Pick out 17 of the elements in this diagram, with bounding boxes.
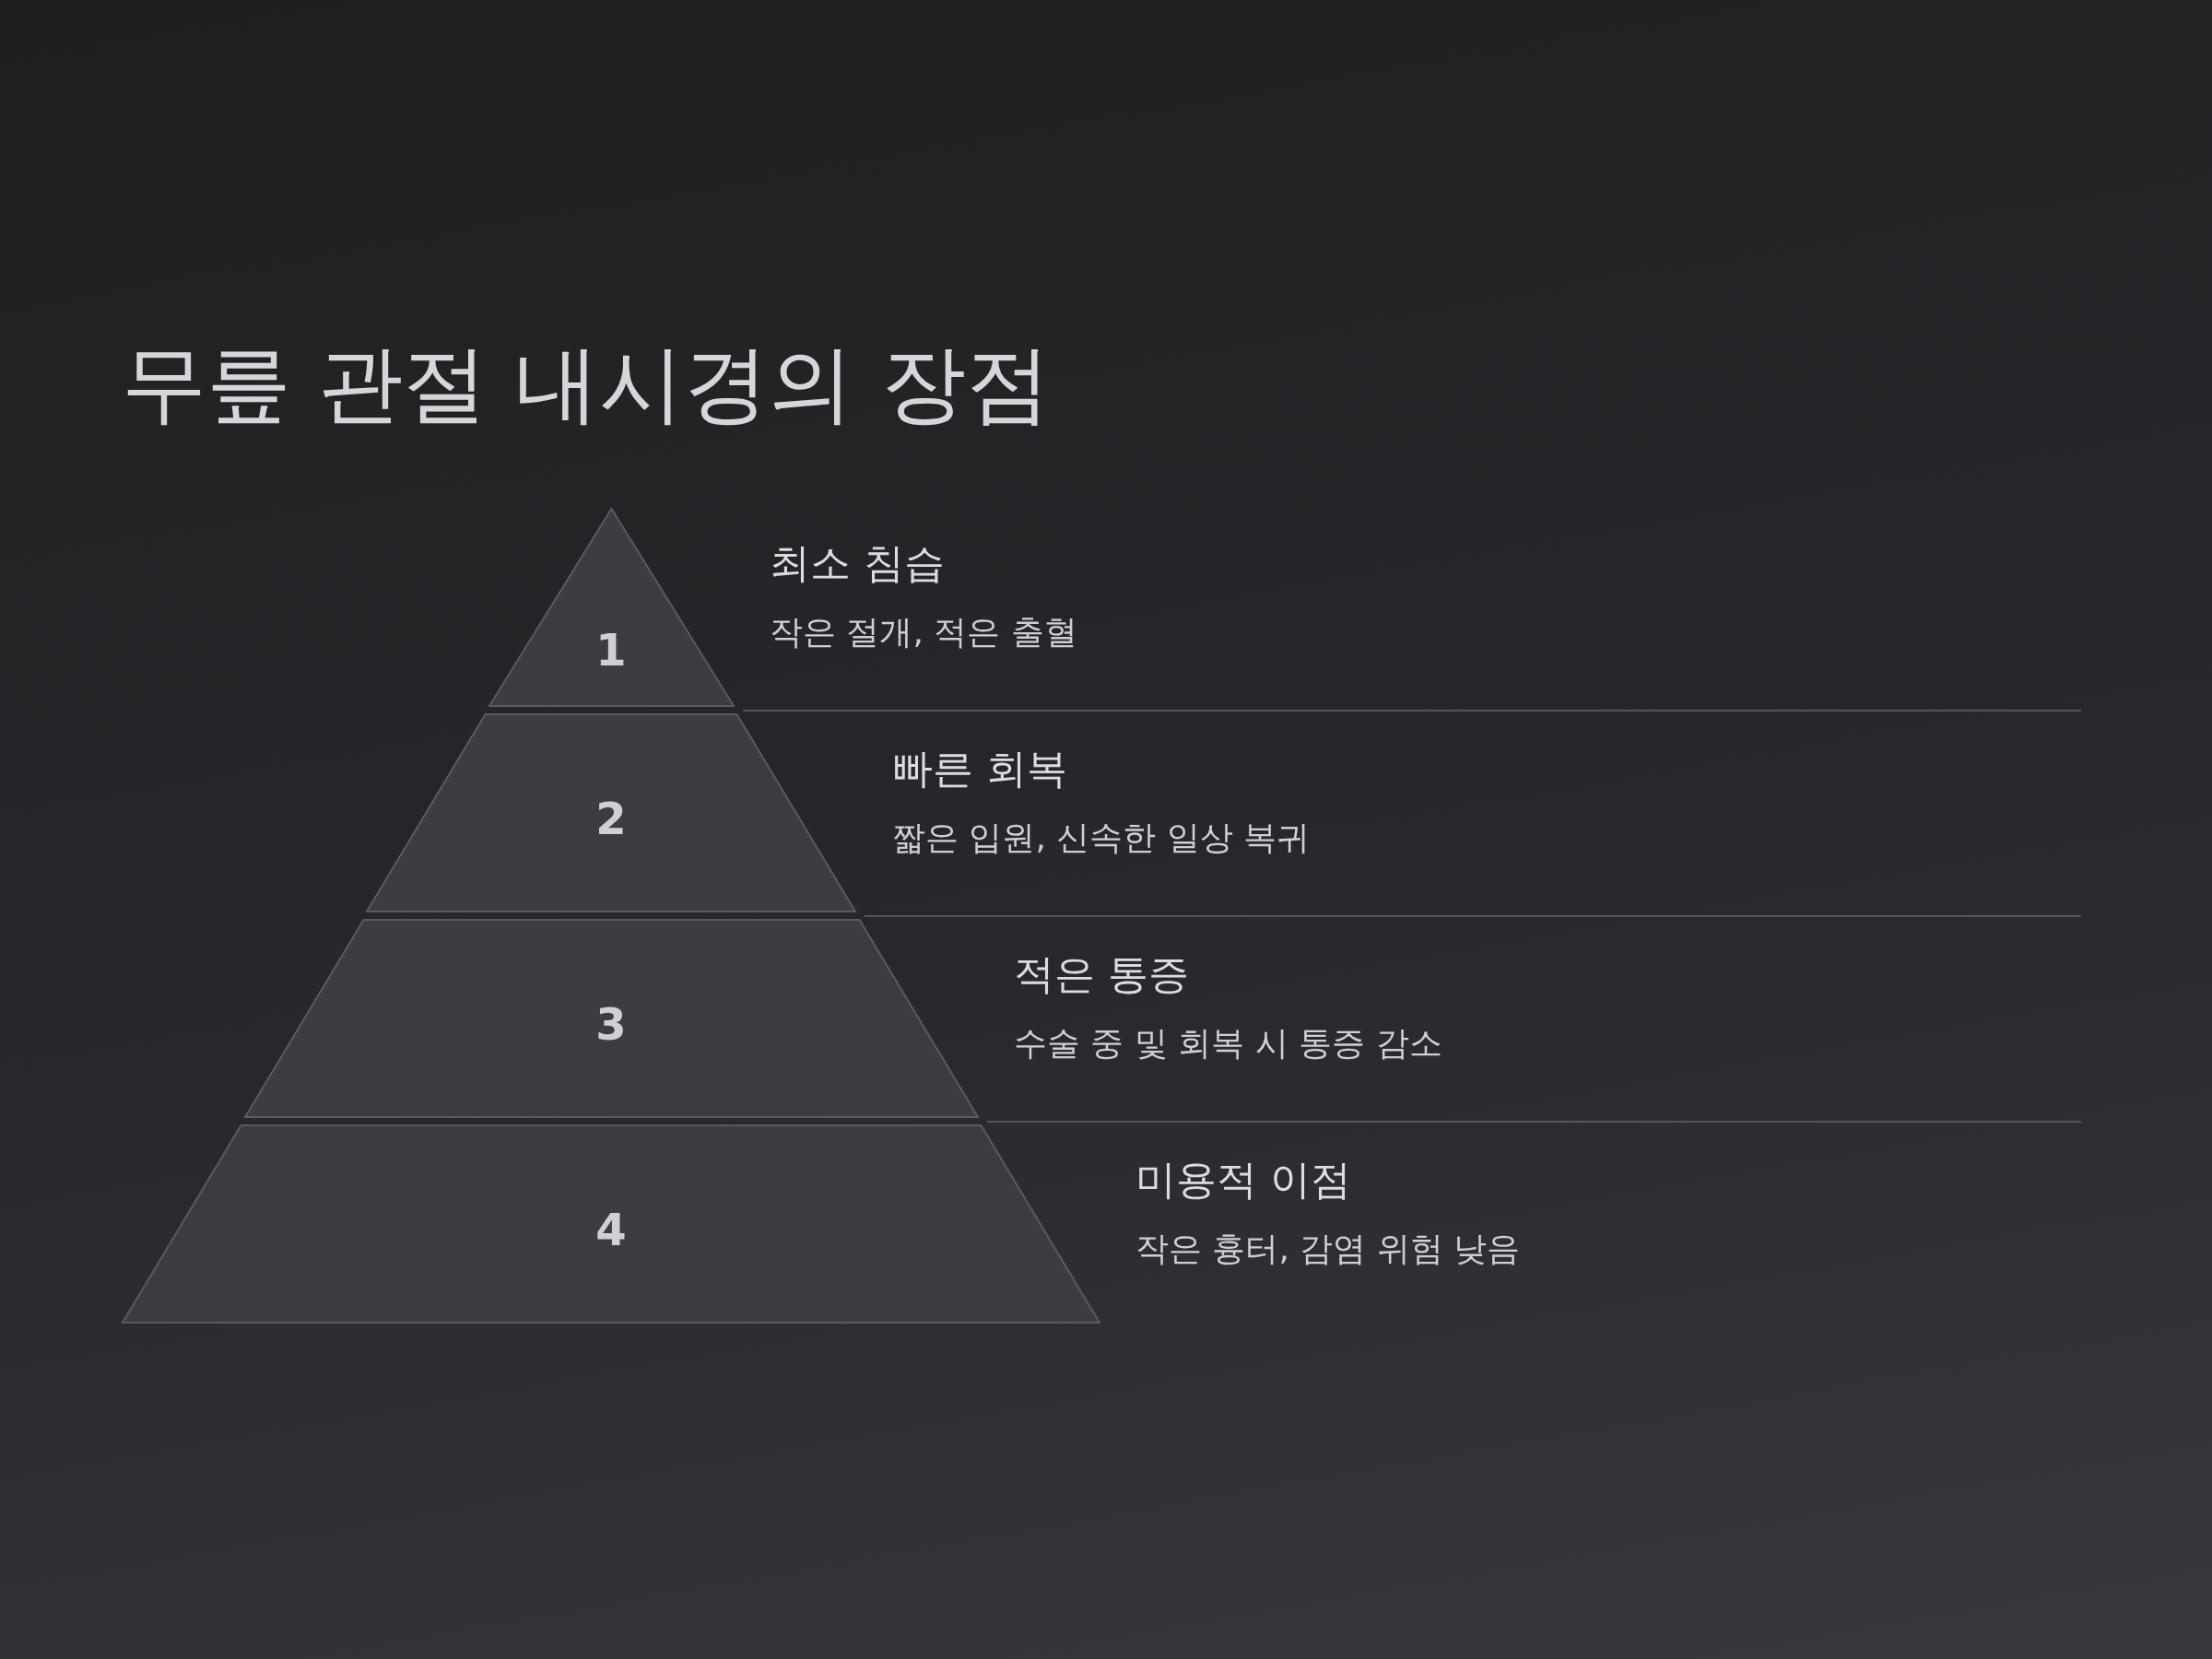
tier-number: 4 [595, 1204, 627, 1255]
pyramid-tier [244, 920, 978, 1117]
tier-heading: 최소 침습 [770, 538, 945, 588]
tier-description: 작은 흉터, 감염 위험 낮음 [1135, 1229, 1521, 1269]
tier-description: 수술 중 및 회복 시 통증 감소 [1014, 1023, 1442, 1064]
pyramid-tier [367, 714, 855, 912]
pyramid-tier [123, 1125, 1100, 1323]
tier-heading: 빠른 회복 [892, 744, 1067, 794]
title: 무릎 관절 내시경의 장점 [122, 334, 1051, 435]
tier-description: 작은 절개, 적은 출혈 [770, 612, 1077, 653]
tier-number: 2 [595, 793, 627, 844]
tier-description: 짧은 입원, 신속한 일상 복귀 [892, 818, 1311, 858]
tier-number: 1 [595, 624, 627, 676]
tier-heading: 적은 통증 [1014, 949, 1189, 999]
pyramid-apex [488, 509, 734, 706]
tier-number: 3 [595, 998, 627, 1050]
tier-heading: 미용적 이점 [1135, 1155, 1351, 1205]
